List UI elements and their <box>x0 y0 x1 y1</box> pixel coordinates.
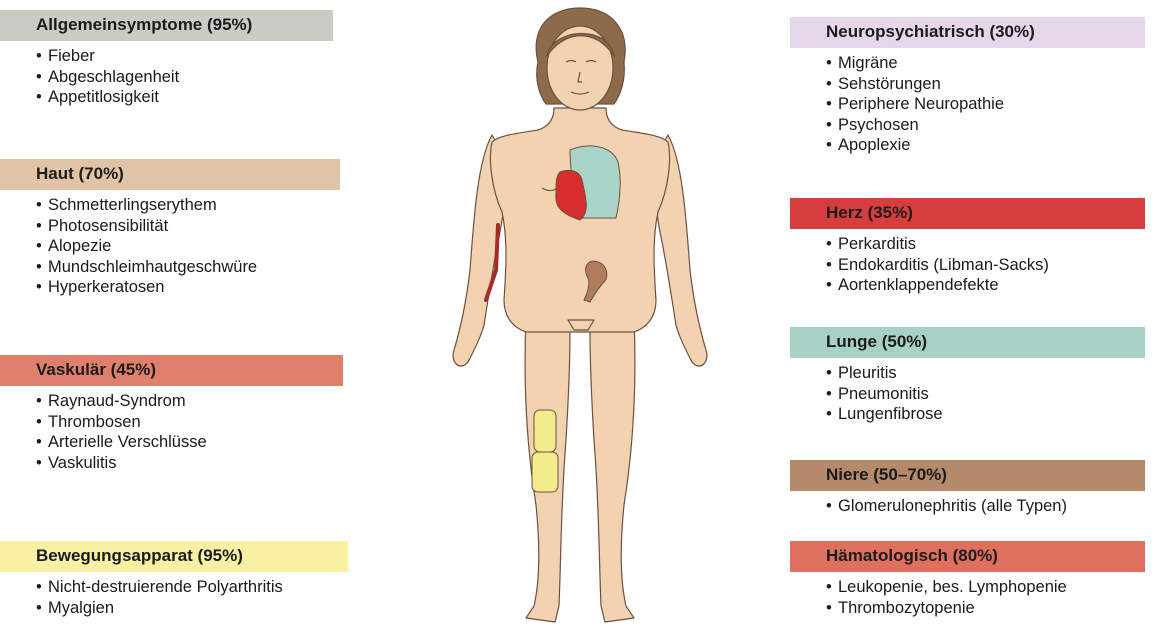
category-vaskulaer: Vaskulär (45%) Raynaud-Syndrom Thrombose… <box>0 355 343 473</box>
symptom-item: Endokarditis (Libman-Sacks) <box>826 255 1145 276</box>
symptom-item: Vaskulitis <box>36 453 343 474</box>
symptom-item: Migräne <box>826 53 1145 74</box>
symptom-item: Arterielle Verschlüsse <box>36 432 343 453</box>
symptom-list: Glomerulonephritis (alle Typen) <box>790 496 1145 517</box>
body-outline <box>453 8 707 622</box>
symptom-item: Fieber <box>36 46 333 67</box>
symptom-item: Pleuritis <box>826 363 1145 384</box>
symptom-item: Thrombozytopenie <box>826 598 1145 619</box>
symptom-item: Sehstörungen <box>826 74 1145 95</box>
symptom-item: Schmetterlingserythem <box>36 195 340 216</box>
category-herz: Herz (35%) Perkarditis Endokarditis (Lib… <box>790 198 1145 296</box>
category-neuropsychiatrisch: Neuropsychiatrisch (30%) Migräne Sehstör… <box>790 17 1145 156</box>
symptom-item: Pneumonitis <box>826 384 1145 405</box>
symptom-item: Alopezie <box>36 236 340 257</box>
body-figure-illustration <box>430 0 730 626</box>
symptom-list: Perkarditis Endokarditis (Libman-Sacks) … <box>790 234 1145 296</box>
symptom-list: Pleuritis Pneumonitis Lungenfibrose <box>790 363 1145 425</box>
category-header: Lunge (50%) <box>790 327 1145 358</box>
symptom-list: Migräne Sehstörungen Periphere Neuropath… <box>790 53 1145 156</box>
category-header: Neuropsychiatrisch (30%) <box>790 17 1145 48</box>
symptom-item: Aortenklappendefekte <box>826 275 1145 296</box>
category-header: Haut (70%) <box>0 159 340 190</box>
category-bewegungsapparat: Bewegungsapparat (95%) Nicht-destruieren… <box>0 541 348 618</box>
category-header: Herz (35%) <box>790 198 1145 229</box>
category-header: Bewegungsapparat (95%) <box>0 541 348 572</box>
symptom-list: Raynaud-Syndrom Thrombosen Arterielle Ve… <box>0 391 343 473</box>
symptom-list: Nicht-destruierende Polyarthritis Myalgi… <box>0 577 348 618</box>
category-lunge: Lunge (50%) Pleuritis Pneumonitis Lungen… <box>790 327 1145 425</box>
category-haut: Haut (70%) Schmetterlingserythem Photose… <box>0 159 340 298</box>
category-header: Hämatologisch (80%) <box>790 541 1145 572</box>
symptom-item: Leukopenie, bes. Lymphopenie <box>826 577 1145 598</box>
symptom-item: Glomerulonephritis (alle Typen) <box>826 496 1145 517</box>
symptom-item: Psychosen <box>826 115 1145 136</box>
category-header: Vaskulär (45%) <box>0 355 343 386</box>
symptom-item: Abgeschlagenheit <box>36 67 333 88</box>
knee-joint-highlight <box>532 410 558 492</box>
symptom-item: Myalgien <box>36 598 348 619</box>
symptom-list: Leukopenie, bes. Lymphopenie Thrombozyto… <box>790 577 1145 618</box>
category-header: Allgemeinsymptome (95%) <box>0 10 333 41</box>
symptom-item: Photosensibilität <box>36 216 340 237</box>
symptom-list: Schmetterlingserythem Photosensibilität … <box>0 195 340 298</box>
category-header: Niere (50–70%) <box>790 460 1145 491</box>
symptom-item: Thrombosen <box>36 412 343 433</box>
symptom-item: Hyperkeratosen <box>36 277 340 298</box>
category-allgemeinsymptome: Allgemeinsymptome (95%) Fieber Abgeschla… <box>0 10 333 108</box>
symptom-item: Appetitlosigkeit <box>36 87 333 108</box>
symptom-item: Mundschleimhautgeschwüre <box>36 257 340 278</box>
symptom-item: Nicht-destruierende Polyarthritis <box>36 577 348 598</box>
category-haematologisch: Hämatologisch (80%) Leukopenie, bes. Lym… <box>790 541 1145 618</box>
symptom-list: Fieber Abgeschlagenheit Appetitlosigkeit <box>0 46 333 108</box>
category-niere: Niere (50–70%) Glomerulonephritis (alle … <box>790 460 1145 517</box>
symptom-item: Lungenfibrose <box>826 404 1145 425</box>
symptom-item: Perkarditis <box>826 234 1145 255</box>
symptom-item: Periphere Neuropathie <box>826 94 1145 115</box>
symptom-item: Apoplexie <box>826 135 1145 156</box>
symptom-item: Raynaud-Syndrom <box>36 391 343 412</box>
